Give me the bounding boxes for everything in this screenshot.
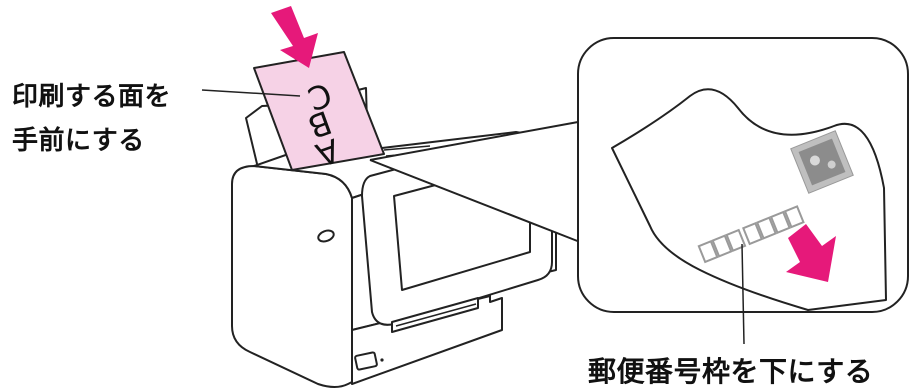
down-arrow-icon: [271, 6, 318, 68]
postal-code-caption: 郵便番号枠を下にする: [588, 355, 874, 388]
caption-leader-line: [201, 89, 301, 97]
stamp-icon: [790, 130, 854, 194]
callout-wedge: [369, 121, 581, 243]
paper-sheet: C B A: [253, 51, 385, 174]
postal-code-boxes: [697, 205, 805, 264]
print-side-caption-line1: 印刷する面を: [12, 82, 172, 112]
print-side-caption-line2: 手前にする: [12, 126, 145, 156]
postal-leader-line: [741, 243, 745, 345]
feed-direction-arrow-icon: [786, 224, 836, 282]
